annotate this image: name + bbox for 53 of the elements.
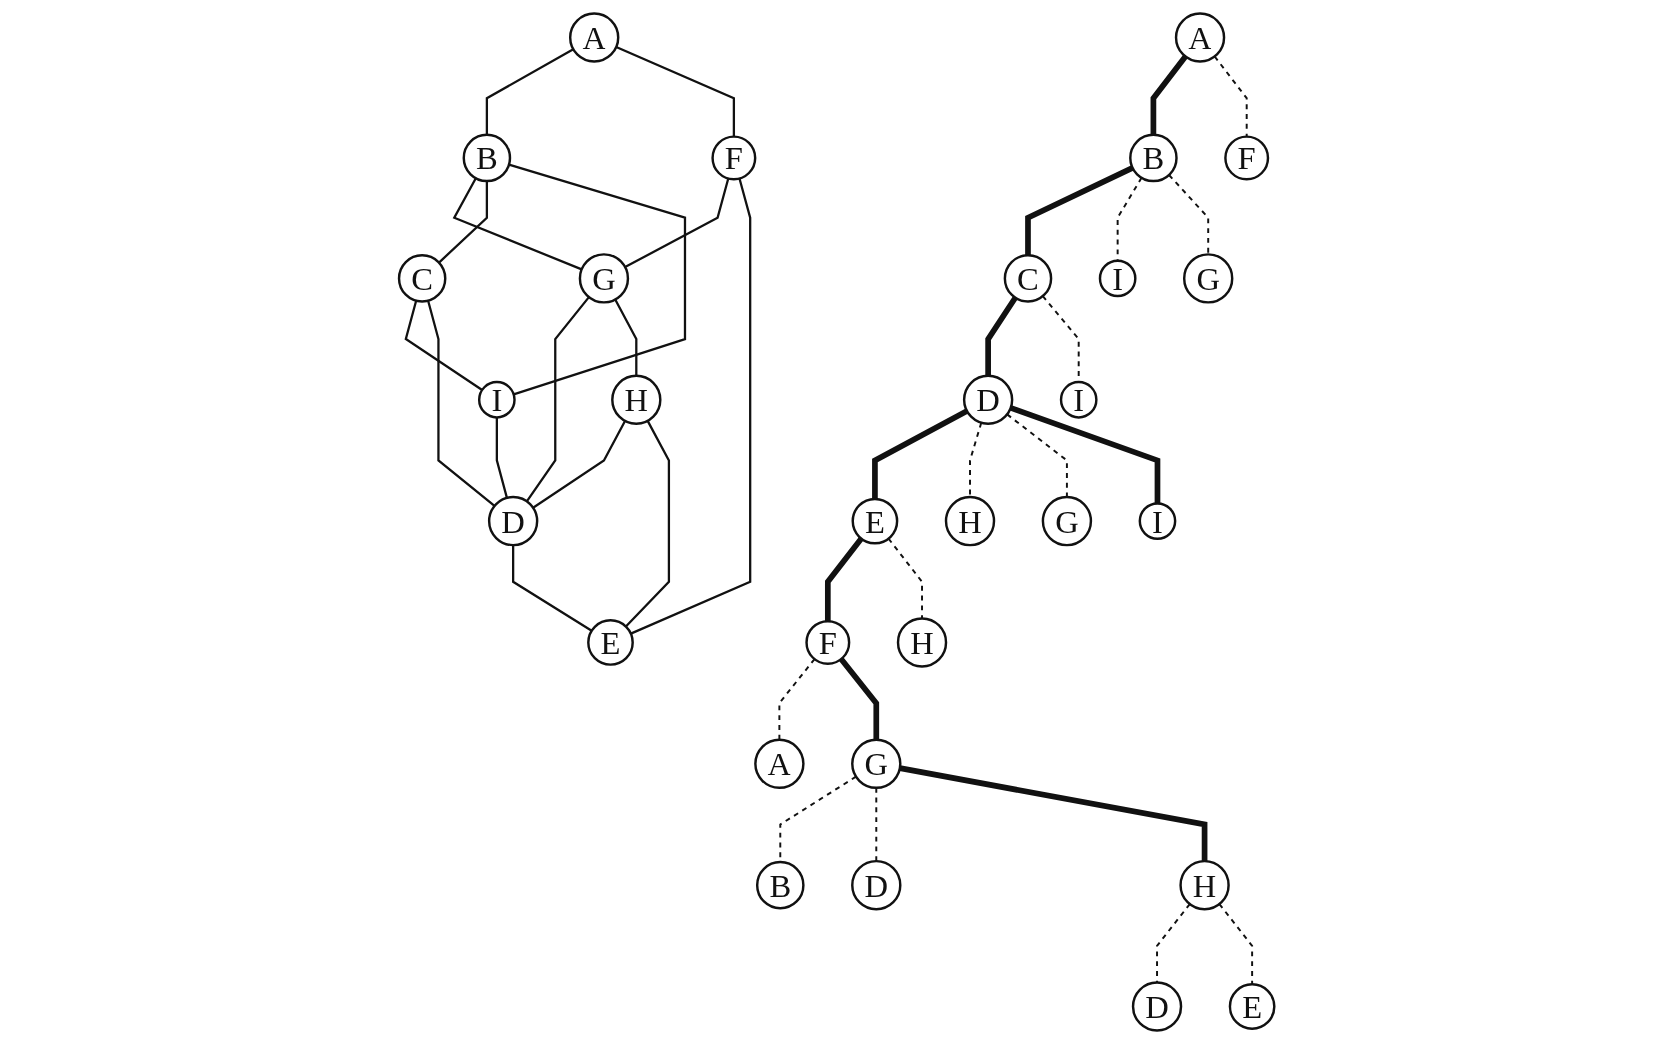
connector <box>614 299 638 376</box>
connector <box>1025 165 1135 256</box>
node-circle: A <box>569 12 620 63</box>
node-circle: B <box>756 860 805 910</box>
connector <box>486 48 575 135</box>
node-circle: G <box>579 253 630 304</box>
connector <box>453 177 583 271</box>
connector <box>872 408 969 499</box>
node-circle: F <box>805 619 851 665</box>
connector <box>427 300 496 507</box>
connector <box>630 178 752 635</box>
connector <box>532 420 627 509</box>
connector <box>899 765 1208 862</box>
node-circle: H <box>945 495 996 547</box>
node-circle: D <box>488 495 539 547</box>
node-circle: I <box>1099 259 1137 298</box>
node-circle: C <box>398 254 447 303</box>
connector <box>509 163 687 396</box>
node-circle: F <box>1224 135 1270 181</box>
connector <box>526 296 591 503</box>
node-circle: H <box>897 617 948 668</box>
node-circle: D <box>963 374 1014 425</box>
connector <box>438 181 489 264</box>
node-circle: E <box>851 497 899 545</box>
node-circle: H <box>1179 859 1231 911</box>
node-circle: I <box>478 380 517 419</box>
connector <box>496 417 509 499</box>
node-circle: G <box>851 738 902 790</box>
connector <box>985 296 1018 376</box>
node-circle: B <box>1129 133 1179 183</box>
connector <box>625 420 671 628</box>
node-circle: D <box>1132 981 1183 1032</box>
node-circle: D <box>851 859 902 911</box>
node-circle: I <box>1138 502 1177 540</box>
connector <box>1150 54 1188 135</box>
node-circle: G <box>1042 495 1093 547</box>
node-circle: G <box>1183 253 1234 304</box>
connector <box>825 536 864 622</box>
node-circle: F <box>711 135 757 181</box>
node-circle: I <box>1060 380 1098 419</box>
connector <box>624 178 730 269</box>
node-circle: C <box>1004 254 1053 303</box>
node-circle: A <box>1175 12 1226 63</box>
connector <box>839 657 880 740</box>
node-circle: E <box>587 619 635 666</box>
connector <box>1010 405 1161 504</box>
node-circle: B <box>462 133 512 183</box>
connector <box>512 545 593 632</box>
node-circle: A <box>754 738 805 790</box>
node-circle: E <box>1229 983 1276 1030</box>
node-circle: H <box>611 374 662 425</box>
connector <box>616 46 736 137</box>
connector <box>404 300 484 391</box>
